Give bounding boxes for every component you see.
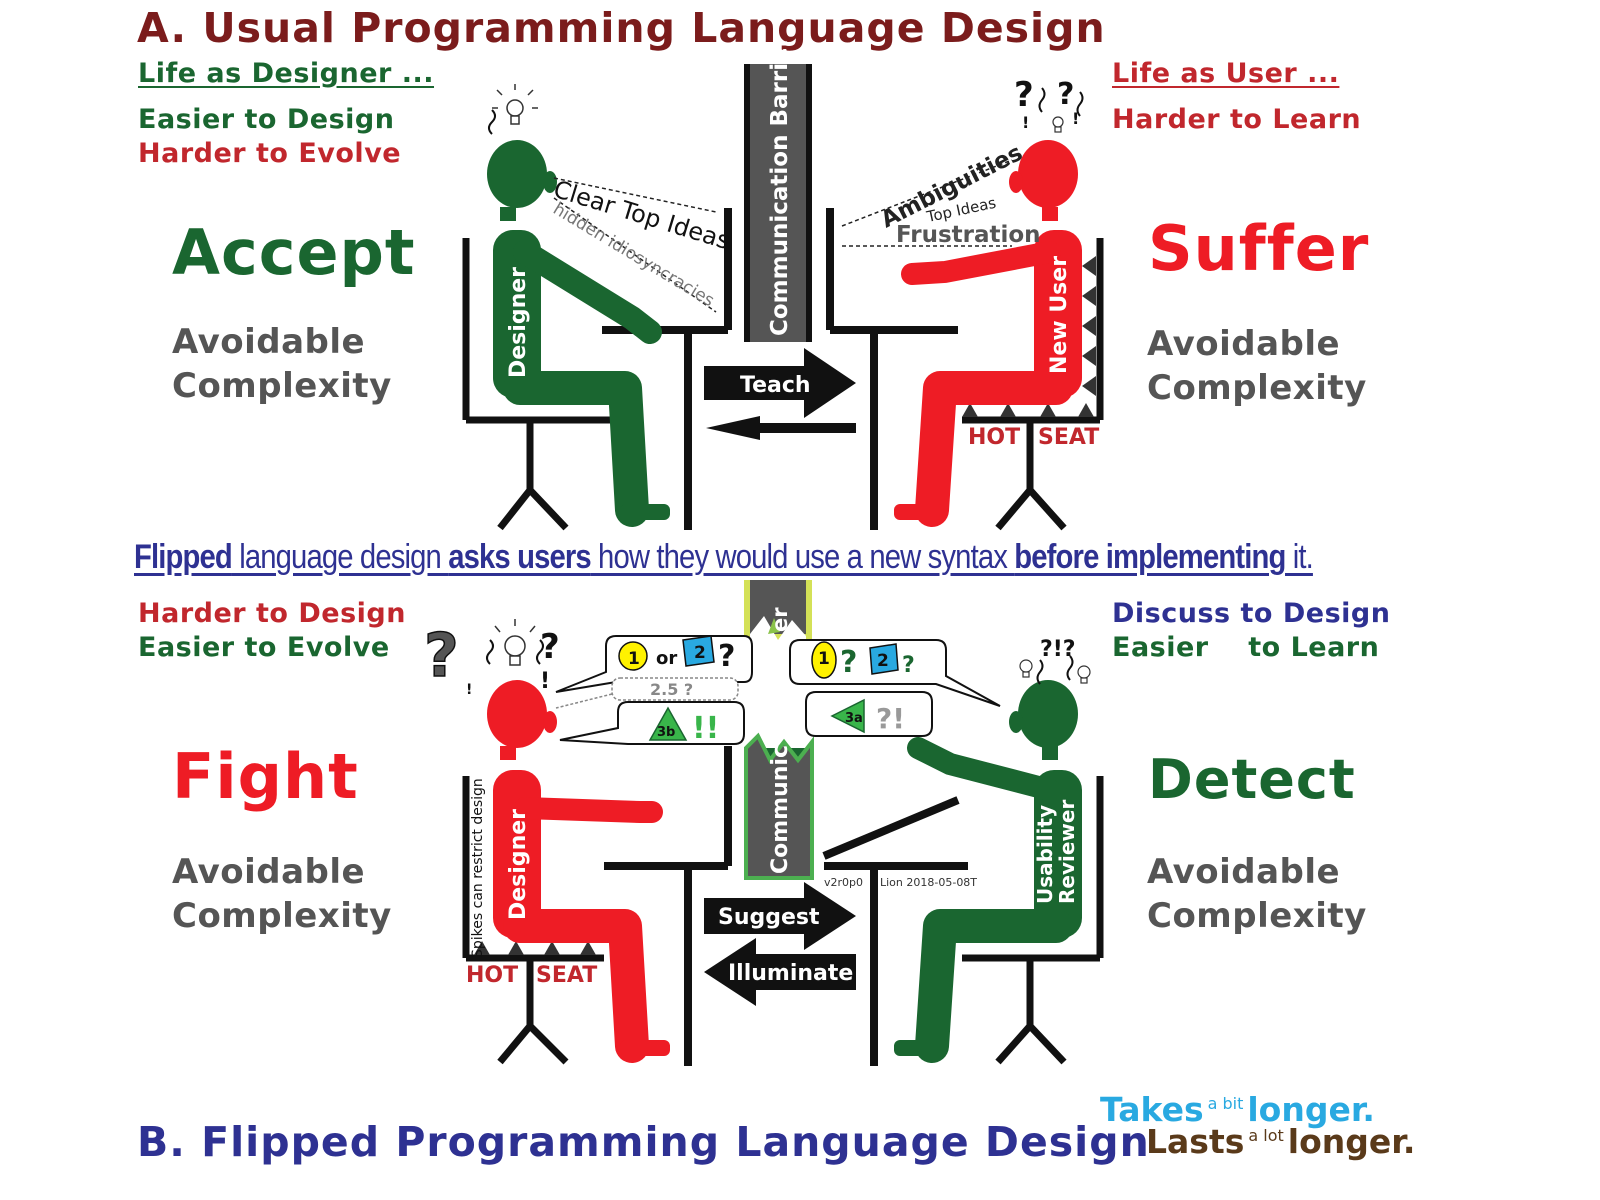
spikes-restrict-label: Spikes can restrict design [470, 778, 486, 958]
version-label: v2r0p0 [824, 876, 863, 889]
designer-chair [462, 238, 618, 531]
designer-figure-label: Designer [506, 267, 531, 378]
svg-text:!: ! [540, 669, 550, 694]
reviewer-desk [822, 796, 968, 1066]
designer-figure-b [487, 680, 670, 1063]
designer-figure-b-label: Designer [506, 809, 531, 920]
reviewer-discuss-design: Discuss to Design [1112, 598, 1391, 629]
new-user-figure [894, 140, 1082, 527]
verdict-accept: Accept [172, 216, 416, 289]
bubble-option-two: 2 [694, 643, 706, 663]
bubble-r-two: 2 [877, 651, 889, 671]
broken-barrier-bottom [744, 732, 814, 880]
reviewer-option-bubble [789, 639, 1001, 707]
verdict-suffer: Suffer [1148, 212, 1370, 285]
user-harder-learn: Harder to Learn [1112, 104, 1362, 135]
verdict-fight: Fight [172, 740, 359, 813]
question-mark-icon: ? ? ! ! [423, 620, 560, 698]
teach-label: Teach [740, 373, 811, 398]
bubble-three-b: 3b [657, 725, 675, 740]
svg-text:?: ? [540, 627, 560, 667]
designer-desk-b [604, 746, 732, 1066]
suggest-arrow [704, 882, 856, 950]
hot-seat-b-hot: HOT [466, 963, 518, 988]
hot-seat-a-hot: HOT [968, 425, 1020, 450]
bubble-two-five: 2.5 ? [650, 680, 693, 699]
designer-figure [487, 140, 670, 527]
bubble-r-one: 1 [818, 649, 830, 669]
bubble-interrobang: ?! [876, 702, 905, 735]
designer-desk [602, 208, 732, 530]
question-mark-icon: ?!? [1040, 637, 1076, 662]
designer-answer-bubble [559, 701, 745, 745]
return-arrow [706, 416, 856, 440]
svg-text:?: ? [1057, 77, 1074, 112]
user-desk [826, 208, 958, 530]
squiggle-icon [1038, 87, 1084, 117]
designer-alternative-bubble [555, 677, 739, 709]
hot-seat-b-seat: SEAT [536, 963, 597, 988]
communication-barrier-label: Communication Barrier [767, 35, 793, 336]
panel-a-title: A. Usual Programming Language Design [137, 4, 1106, 52]
svg-text:!: ! [1072, 109, 1079, 128]
designer-hot-seat [462, 776, 604, 1065]
broken-barrier-top-label: er [768, 607, 792, 632]
communication-barrier [744, 64, 812, 342]
svg-text:?: ? [1014, 75, 1034, 115]
reviewer-chair [962, 776, 1104, 1065]
panel-b-title: B. Flipped Programming Language Design [137, 1118, 1150, 1166]
bubble-or: or [656, 648, 677, 669]
squiggle-icon [488, 109, 496, 135]
svg-text:?: ? [424, 621, 459, 691]
user-thought-frustration: Frustration [896, 222, 1041, 248]
reviewer-easier-learn: Easier to Learn [1112, 632, 1380, 663]
illuminate-arrow [704, 938, 856, 1006]
designer-easier-evolve: Easier to Evolve [138, 632, 390, 663]
verdict-detect: Detect [1148, 748, 1356, 811]
suggest-label: Suggest [718, 905, 820, 930]
small-lightbulb-icon [1052, 116, 1064, 133]
squiggle-icon [1036, 655, 1074, 685]
user-life-header: Life as User ... [1112, 58, 1340, 89]
svg-text:?!?: ?!? [1040, 637, 1076, 662]
reviewer-label-reviewer: Reviewer [1055, 800, 1079, 904]
bubble-double-bang: !! [692, 711, 719, 746]
designer-harder-evolve: Harder to Evolve [138, 138, 402, 169]
designer-life-header: Life as Designer ... [138, 58, 435, 89]
flipped-summary-sentence: Flipped language design asks users how t… [134, 538, 1314, 576]
hot-seat-a-seat: SEAT [1038, 425, 1099, 450]
user-chair [962, 238, 1104, 531]
svg-text:!: ! [466, 682, 472, 698]
lightbulb-icon [494, 619, 536, 666]
new-user-figure-label: New User [1047, 256, 1072, 374]
squiggle-icon [486, 639, 544, 665]
usability-reviewer-figure [894, 680, 1082, 1063]
reviewer-label-usability: Usability [1033, 805, 1057, 904]
reviewer-lightbulb-icon [1019, 659, 1091, 684]
bubble-option-one: 1 [628, 649, 640, 669]
svg-text:!: ! [1022, 113, 1029, 132]
lightbulb-icon [492, 84, 538, 125]
illuminate-label: Illuminate [728, 961, 853, 986]
designer-easier-design: Easier to Design [138, 104, 395, 135]
bubble-r-question-2: ? [902, 653, 915, 678]
bubble-r-question-1: ? [840, 645, 857, 680]
broken-barrier-label: Communic [768, 745, 793, 874]
teach-arrow [704, 348, 856, 418]
bubble-question: ? [718, 639, 735, 674]
broken-barrier-top [744, 580, 812, 642]
reviewer-answer-bubble [805, 691, 933, 737]
timestamp-label: Lion 2018-05-08T [880, 876, 977, 889]
bubble-three-a: 3a [845, 711, 863, 726]
designer-harder-design: Harder to Design [138, 598, 406, 629]
question-mark-icon: ? ? ! ! [1014, 75, 1079, 132]
